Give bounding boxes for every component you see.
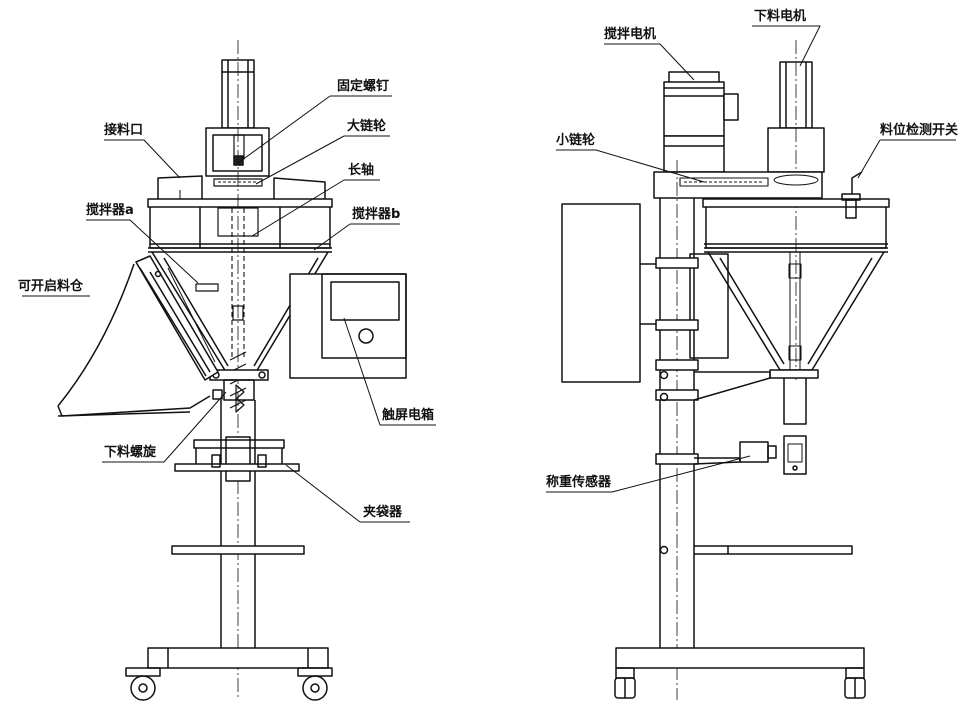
left-leader-lines [22, 95, 436, 523]
label-set-screw: 固定螺钉 [337, 79, 390, 94]
right-top-plate [702, 198, 890, 208]
right-base [615, 647, 865, 669]
left-column [220, 400, 256, 648]
right-leader-lines [546, 25, 956, 493]
right-load-cell [693, 435, 807, 475]
right-support-arm [659, 370, 771, 402]
right-machine-view [561, 40, 890, 700]
label-small-sprocket: 小链轮 [556, 133, 596, 148]
left-bag-clamp [174, 439, 300, 472]
left-bag-plate [171, 545, 305, 555]
left-long-shaft [231, 208, 245, 360]
right-sprocket-plate [653, 171, 823, 199]
right-level-switch [841, 171, 863, 219]
right-feed-motor [767, 40, 825, 380]
label-feed-screw: 下料螺旋 [104, 445, 157, 460]
right-upper-frame [704, 207, 888, 253]
left-machine-view [57, 40, 407, 701]
label-load-cell: 称重传感器 [546, 475, 612, 490]
label-large-sprocket: 大链轮 [347, 119, 387, 134]
left-sprocket-box [205, 127, 270, 187]
left-discharge-collar [209, 369, 269, 401]
left-base [147, 647, 329, 669]
label-agitator-a: 搅拌器a [86, 203, 134, 218]
label-touchscreen-box: 触屏电箱 [382, 408, 435, 423]
label-feed-inlet: 接料口 [104, 123, 144, 138]
right-caster-left [614, 667, 636, 699]
right-hopper [707, 251, 885, 425]
label-long-shaft: 长轴 [348, 163, 375, 178]
left-upper-frame [148, 207, 332, 253]
left-top-plate [147, 198, 333, 208]
label-feed-motor: 下料电机 [754, 9, 807, 24]
label-agitator-b: 搅拌器b [352, 207, 401, 222]
label-agitator-motor: 搅拌电机 [604, 27, 657, 42]
right-agitator-motor [663, 71, 739, 173]
left-openable-hopper [57, 255, 223, 417]
right-electric-box [561, 203, 729, 383]
right-bag-plate [659, 545, 853, 555]
label-level-switch: 料位检测开关 [880, 123, 959, 138]
label-bag-clamp: 夹袋器 [363, 505, 403, 520]
left-caster-left [125, 667, 161, 701]
left-caster-right [297, 667, 333, 701]
left-touchscreen-box [289, 273, 407, 379]
label-openable-hopper: 可开启料仓 [18, 279, 84, 294]
right-column [655, 160, 699, 700]
right-caster-right [844, 667, 866, 699]
